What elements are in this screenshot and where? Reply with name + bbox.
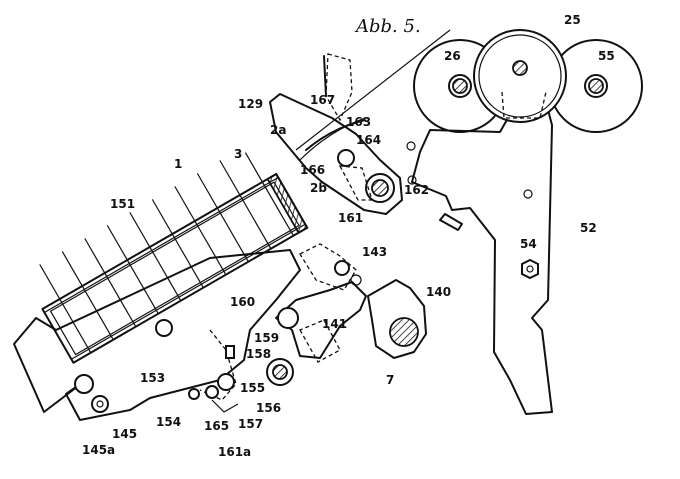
label-129: 129 (238, 97, 263, 111)
figure-title: Abb. 5. (354, 16, 421, 37)
label-2a: 2a (270, 123, 286, 137)
mechanism-155 (188, 329, 239, 413)
lever-141 (266, 243, 367, 386)
label-153: 153 (140, 371, 165, 385)
label-161: 161 (338, 211, 363, 225)
label-166: 166 (300, 163, 325, 177)
lever-52 (406, 109, 553, 415)
magazine-1 (39, 152, 309, 364)
label-7: 7 (386, 373, 394, 387)
label-157: 157 (238, 417, 263, 431)
cam-140 (367, 279, 427, 359)
label-161a: 161a (218, 445, 251, 459)
label-156: 156 (256, 401, 281, 415)
label-145: 145 (112, 427, 137, 441)
base-plate-145 (13, 249, 301, 421)
label-141: 141 (322, 317, 347, 331)
label-54: 54 (520, 237, 537, 251)
label-159: 159 (254, 331, 279, 345)
label-154: 154 (156, 415, 181, 429)
label-158: 158 (246, 347, 271, 361)
label-143: 143 (362, 245, 387, 259)
label-162: 162 (404, 183, 429, 197)
label-26: 26 (444, 49, 461, 63)
rollers (413, 29, 643, 133)
label-3: 3 (234, 147, 242, 161)
lever-129 (269, 29, 451, 215)
label-165: 165 (204, 419, 229, 433)
label-151: 151 (110, 197, 135, 211)
label-155: 155 (240, 381, 265, 395)
label-167: 167 (310, 93, 335, 107)
label-160: 160 (230, 295, 255, 309)
label-2b: 2b (310, 181, 327, 195)
label-52: 52 (580, 221, 597, 235)
label-55: 55 (598, 49, 615, 63)
label-164: 164 (356, 133, 381, 147)
label-145a: 145a (82, 443, 115, 457)
label-1: 1 (174, 157, 182, 171)
labels: 25 26 55 129 167 163 2a 164 1 3 166 2b 1… (82, 13, 615, 459)
label-25: 25 (564, 13, 581, 27)
label-140: 140 (426, 285, 451, 299)
label-163: 163 (346, 115, 371, 129)
